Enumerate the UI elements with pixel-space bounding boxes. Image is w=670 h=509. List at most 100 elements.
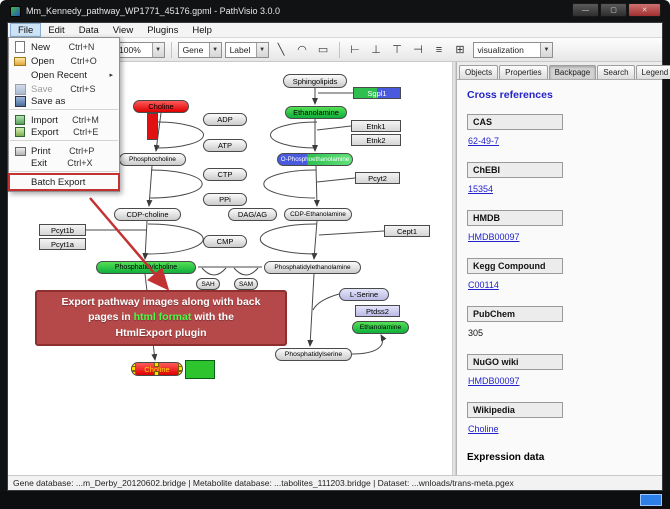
- file-menu-item[interactable]: Save as: [10, 95, 118, 110]
- backpage-section-link[interactable]: Choline: [468, 424, 499, 434]
- file-menu-item[interactable]: Print Ctrl+P: [10, 144, 118, 158]
- window-control-button[interactable]: —: [572, 3, 599, 17]
- insert-combobox[interactable]: Gene ▼: [177, 41, 222, 58]
- window-control-button[interactable]: ▢: [600, 3, 627, 17]
- backpage-section-link[interactable]: C00114: [468, 280, 499, 290]
- pathway-node-sah[interactable]: SAH: [196, 278, 220, 290]
- insert-combobox[interactable]: Label ▼: [224, 41, 269, 58]
- pathway-node-atp[interactable]: ATP: [203, 139, 247, 152]
- draw-tool-button[interactable]: ▭: [314, 40, 333, 59]
- align-tool-button[interactable]: ⊞: [451, 40, 470, 59]
- toolbar-draw-group: ╲ ◠ ▭: [272, 40, 333, 59]
- selection-handle[interactable]: [178, 371, 182, 375]
- align-tool-button[interactable]: ⊢: [346, 40, 365, 59]
- pathway-node-pcyt1a[interactable]: Pcyt1a: [39, 238, 86, 250]
- zoom-combobox[interactable]: 100% ▼: [114, 41, 165, 58]
- pathway-node-sam[interactable]: SAM: [234, 278, 258, 290]
- draw-tool-button[interactable]: ╲: [272, 40, 291, 59]
- pathway-node-redbar[interactable]: [147, 113, 158, 140]
- pathway-node-etnk1[interactable]: Etnk1: [351, 120, 401, 132]
- draw-tool-button[interactable]: ◠: [293, 40, 312, 59]
- pathway-node-cept1[interactable]: Cept1: [384, 225, 430, 237]
- pathway-node-l-serine[interactable]: L-Serine: [339, 288, 389, 301]
- chevron-down-icon[interactable]: ▼: [208, 42, 221, 57]
- sidebar-tab[interactable]: Legend: [635, 65, 670, 79]
- chevron-down-icon[interactable]: ▼: [540, 42, 552, 57]
- pathway-node-choline[interactable]: Choline: [131, 362, 183, 376]
- sidebar-tab[interactable]: Objects: [459, 65, 499, 79]
- file-menu-item[interactable]: Exit Ctrl+X: [10, 158, 118, 172]
- file-menu-item-icon: [14, 146, 26, 156]
- selection-handle[interactable]: [132, 366, 136, 371]
- menu-bar-item[interactable]: Data: [78, 24, 99, 36]
- pathway-node-pcyt1b[interactable]: Pcyt1b: [39, 224, 86, 236]
- pathway-node-cdp-ethanolamine[interactable]: CDP-Ethanolamine: [284, 208, 352, 221]
- chevron-down-icon[interactable]: ▼: [151, 42, 164, 57]
- pathway-node-green[interactable]: [185, 360, 215, 379]
- pathway-node-adp[interactable]: ADP: [203, 113, 247, 126]
- pathway-node-etnk2[interactable]: Etnk2: [351, 134, 401, 146]
- file-menu-item[interactable]: Export Ctrl+E: [10, 127, 118, 141]
- file-menu-item[interactable]: Save Ctrl+S: [10, 82, 118, 96]
- backpage-section-link[interactable]: 305: [468, 328, 484, 338]
- pathway-node-pcyt2[interactable]: Pcyt2: [355, 172, 400, 184]
- pathway-node-sphingolipids[interactable]: Sphingolipids: [283, 74, 347, 88]
- selection-handle[interactable]: [178, 366, 182, 371]
- align-tool-button[interactable]: ⊥: [367, 40, 386, 59]
- pathway-node-ethanolamine[interactable]: Ethanolamine: [352, 321, 409, 334]
- file-menu-item[interactable]: New Ctrl+N: [10, 40, 118, 54]
- backpage-section-link[interactable]: HMDB00097: [468, 376, 520, 386]
- window-title: Mm_Kennedy_pathway_WP1771_45176.gpml - P…: [26, 6, 280, 16]
- align-tool-button[interactable]: ≡: [430, 40, 449, 59]
- pathway-node-phosphatidylethanolamine[interactable]: Phosphatidylethanolamine: [264, 261, 361, 274]
- pathway-node-ppi[interactable]: PPi: [203, 193, 247, 206]
- file-menu-item-icon: [14, 95, 26, 107]
- visualization-combobox[interactable]: visualization ▼: [472, 41, 553, 58]
- backpage-section-link[interactable]: 62-49-7: [468, 136, 500, 146]
- callout-highlight: html format: [133, 311, 192, 324]
- align-tool-button[interactable]: ⊣: [409, 40, 428, 59]
- pathway-node-phosphatidylcholine[interactable]: Phosphatidylcholine: [96, 261, 196, 274]
- pathway-node-sgpl1[interactable]: Sgpl1: [353, 87, 401, 99]
- align-tool-button[interactable]: ⊤: [388, 40, 407, 59]
- sidebar-tab[interactable]: Properties: [499, 65, 548, 79]
- toolbar-separator: [338, 41, 340, 58]
- pathway-node-cdp-choline[interactable]: CDP-choline: [114, 208, 181, 221]
- menu-bar-item[interactable]: Help: [192, 24, 212, 36]
- callout-line-2: pages in html format with the: [88, 311, 234, 324]
- selection-handle[interactable]: [132, 371, 136, 375]
- selection-handle[interactable]: [154, 371, 159, 375]
- menu-bar-item[interactable]: File: [10, 23, 42, 37]
- insert-combobox-value: Label: [229, 44, 251, 55]
- title-bar[interactable]: Mm_Kennedy_pathway_WP1771_45176.gpml - P…: [0, 0, 670, 22]
- backpage-section-link[interactable]: 15354: [468, 184, 494, 194]
- chevron-down-icon[interactable]: ▼: [255, 42, 268, 57]
- pathway-node-ctp[interactable]: CTP: [203, 168, 247, 181]
- pathway-node-phosphocholine[interactable]: Phosphocholine: [119, 153, 186, 166]
- file-menu-item[interactable]: Import Ctrl+M: [10, 113, 118, 127]
- window-control-button[interactable]: ✕: [628, 3, 661, 17]
- pathway-node-label: SAH: [201, 280, 215, 288]
- pathway-node-o-phosphoethanolamine[interactable]: O-Phosphoethanolamine: [277, 153, 353, 166]
- pathway-node-choline[interactable]: Choline: [133, 100, 189, 113]
- file-menu-item[interactable]: Open Ctrl+O: [10, 54, 118, 68]
- sidebar-tab[interactable]: Backpage: [548, 65, 597, 79]
- file-menu-item[interactable]: Open Recent ▸: [10, 68, 118, 82]
- pathway-node-ethanolamine[interactable]: Ethanolamine: [285, 106, 347, 119]
- splitter[interactable]: [452, 62, 456, 475]
- file-menu-item[interactable]: Batch Export: [8, 173, 120, 191]
- menu-bar-item[interactable]: Edit: [48, 24, 65, 36]
- menu-bar-item[interactable]: View: [112, 24, 134, 36]
- backpage-section-link[interactable]: HMDB00097: [468, 232, 520, 242]
- pathway-node-label: Ethanolamine: [359, 324, 402, 331]
- sidebar-tab[interactable]: Search: [597, 65, 635, 79]
- menu-bar-item[interactable]: Plugins: [147, 24, 179, 36]
- pathway-node-ptdss2[interactable]: Ptdss2: [355, 305, 400, 317]
- pathway-node-phosphatidylserine[interactable]: Phosphatidylserine: [275, 348, 352, 361]
- pathway-node-label: Phosphatidylcholine: [114, 264, 178, 271]
- backpage-section-header: PubChem: [467, 306, 563, 322]
- zoom-value: 100%: [119, 44, 141, 55]
- pathway-node-cmp[interactable]: CMP: [203, 235, 247, 248]
- selection-handle[interactable]: [154, 363, 159, 367]
- pathway-node-dag-ag[interactable]: DAG/AG: [228, 208, 277, 221]
